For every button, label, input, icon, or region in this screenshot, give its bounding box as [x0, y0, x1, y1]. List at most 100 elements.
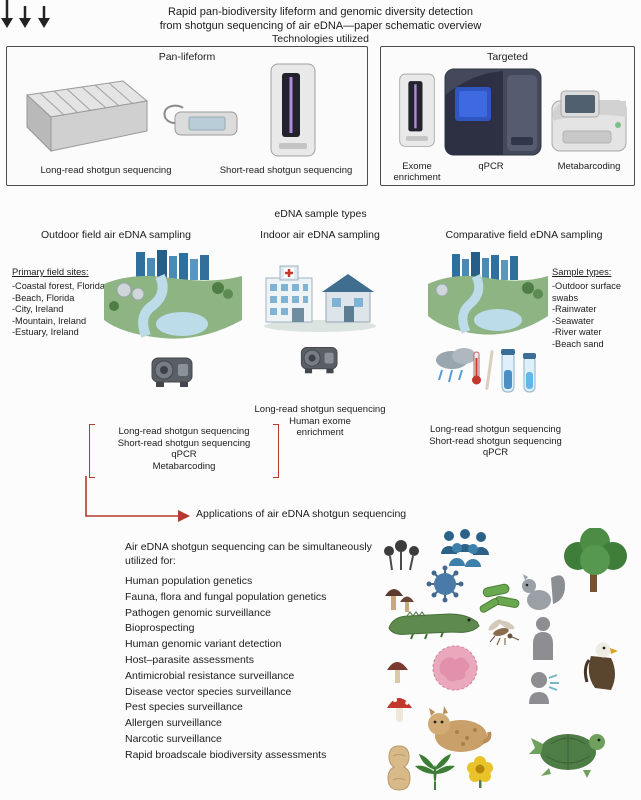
outdoor-landscape-illustration	[104, 250, 242, 339]
title-line2: from shotgun sequencing of air eDNA—pape…	[159, 19, 482, 32]
red-mushroom-icon	[387, 695, 412, 722]
workflow-line: Long-read shotgun sequencing	[430, 424, 561, 435]
application-item: Rapid broadscale biodiversity assessment…	[125, 748, 327, 761]
device-label-qpcr: qPCR	[478, 161, 504, 172]
comparative-landscape-illustration	[428, 252, 548, 335]
sample-item: -Seawater	[552, 315, 594, 326]
application-item: Antimicrobial resistance surveillance	[125, 669, 295, 682]
qpcr-machine-icon	[444, 68, 542, 156]
red-bracket-left	[89, 424, 95, 478]
indoor-column-title: Indoor air eDNA sampling	[260, 229, 380, 241]
workflow-line: Short-read shotgun sequencing	[117, 437, 251, 449]
down-arrow-indoor	[19, 6, 32, 28]
swab-icon	[485, 350, 494, 390]
application-item: Pathogen genomic surveillance	[125, 606, 271, 619]
squirrel-icon	[522, 574, 565, 610]
site-item: -Mountain, Ireland	[12, 315, 87, 326]
city-skyline	[136, 250, 209, 280]
rain-samples-illustration	[436, 348, 536, 393]
device-label-shortread: Short-read shotgun sequencing	[219, 165, 353, 176]
workflow-line: Short-read shotgun sequencing	[429, 435, 562, 447]
house-building	[322, 274, 374, 323]
comparative-column-title: Comparative field eDNA sampling	[445, 229, 603, 241]
dark-mushroom-icon	[387, 662, 408, 683]
hospital-building	[265, 265, 313, 323]
comparative-samples-heading: Sample types:	[552, 266, 612, 277]
title-line1: Rapid pan-biodiversity lifeform and geno…	[167, 6, 474, 18]
red-bracket-right	[273, 424, 279, 478]
cannabis-leaf-icon	[415, 754, 455, 790]
device-label-exome: Exome enrichment	[393, 161, 441, 183]
longread-sequencer-icon	[25, 80, 149, 153]
turtle-icon	[529, 734, 605, 778]
city-skyline	[452, 252, 518, 280]
workflow-line: Long-read shotgun sequencing	[118, 426, 250, 437]
workflow-line: qPCR	[482, 447, 509, 459]
application-item: Allergen surveillance	[125, 717, 222, 730]
application-item: Human population genetics	[125, 575, 253, 587]
outdoor-sites-heading: Primary field sites:	[12, 266, 89, 277]
sneezing-person-icon	[529, 672, 559, 704]
human-silhouette-icon	[533, 617, 553, 660]
application-item: Narcotic surveillance	[125, 732, 222, 745]
application-item: Pest species surveillance	[125, 701, 243, 714]
pan-lifeform-label: Pan-lifeform	[158, 51, 216, 63]
metabarcoding-machine-icon	[551, 90, 627, 152]
outdoor-sites-list: -Coastal forest, Florida-Beach, Florida-…	[12, 281, 118, 339]
application-item: Fauna, flora and fungal population genet…	[125, 590, 327, 603]
application-item: Human genomic variant detection	[125, 638, 282, 651]
test-tubes-icon	[501, 349, 536, 393]
applications-intro: Air eDNA shotgun sequencing can be simul…	[125, 541, 372, 567]
coral-cell-icon	[432, 645, 478, 691]
site-item: -Beach, Florida	[12, 292, 75, 303]
application-item: Host–parasite assessments	[125, 653, 254, 666]
application-item: Bioprospecting	[125, 622, 195, 635]
eagle-icon	[583, 642, 618, 690]
down-arrow-comparative	[37, 6, 50, 28]
workflow-line: Long-read shotgun sequencing	[254, 404, 386, 415]
tree-icon	[564, 528, 627, 592]
slime-mold-icon	[384, 540, 419, 571]
flower-icon	[467, 756, 493, 788]
people-group-icon	[441, 529, 489, 567]
figure-title: Rapid pan-biodiversity lifeform and geno…	[0, 6, 641, 33]
workflow-line: Metabarcoding	[152, 460, 216, 472]
targeted-box: Targeted Exome enrichment qPCR Metabarco…	[380, 46, 635, 186]
outdoor-column-title: Outdoor field air eDNA sampling	[41, 229, 191, 241]
device-label-metabarcoding: Metabarcoding	[557, 161, 621, 172]
sample-item: -Rainwater	[552, 304, 597, 314]
peanut-icon	[387, 745, 411, 791]
site-item: -Estuary, Ireland	[12, 327, 79, 337]
applications-arrow-label: Applications of air eDNA shotgun sequenc…	[196, 508, 407, 520]
sample-item: -Beach sand	[552, 338, 604, 349]
crocodile-icon	[388, 611, 480, 640]
pan-lifeform-box: Pan-lifeform Long-read s	[6, 46, 368, 186]
air-pump-icon	[151, 357, 193, 387]
applications-connector-arrow	[85, 476, 190, 522]
comparative-samples-list: -Outdoor surface swabs-Rainwater-Seawate…	[552, 281, 634, 350]
bacteria-icon	[479, 583, 520, 613]
rain-cloud-icon	[436, 348, 476, 383]
technologies-heading: Technologies utilized	[272, 33, 369, 45]
workflow-line: qPCR	[171, 449, 197, 461]
organism-collage	[384, 528, 627, 791]
lynx-icon	[428, 706, 492, 752]
application-item: Disease vector species surveillance	[125, 685, 292, 698]
exome-instrument-icon	[399, 73, 435, 147]
sample-item: -River water	[552, 327, 602, 337]
down-arrow-outdoor	[1, 0, 13, 28]
mushroom-cluster-icon	[385, 589, 414, 612]
indoor-buildings-illustration	[264, 265, 376, 332]
device-label-longread: Long-read shotgun sequencing	[40, 165, 172, 176]
thermometer-icon	[472, 351, 481, 385]
virus-icon	[426, 565, 464, 603]
minion-sequencer-icon	[163, 104, 238, 136]
